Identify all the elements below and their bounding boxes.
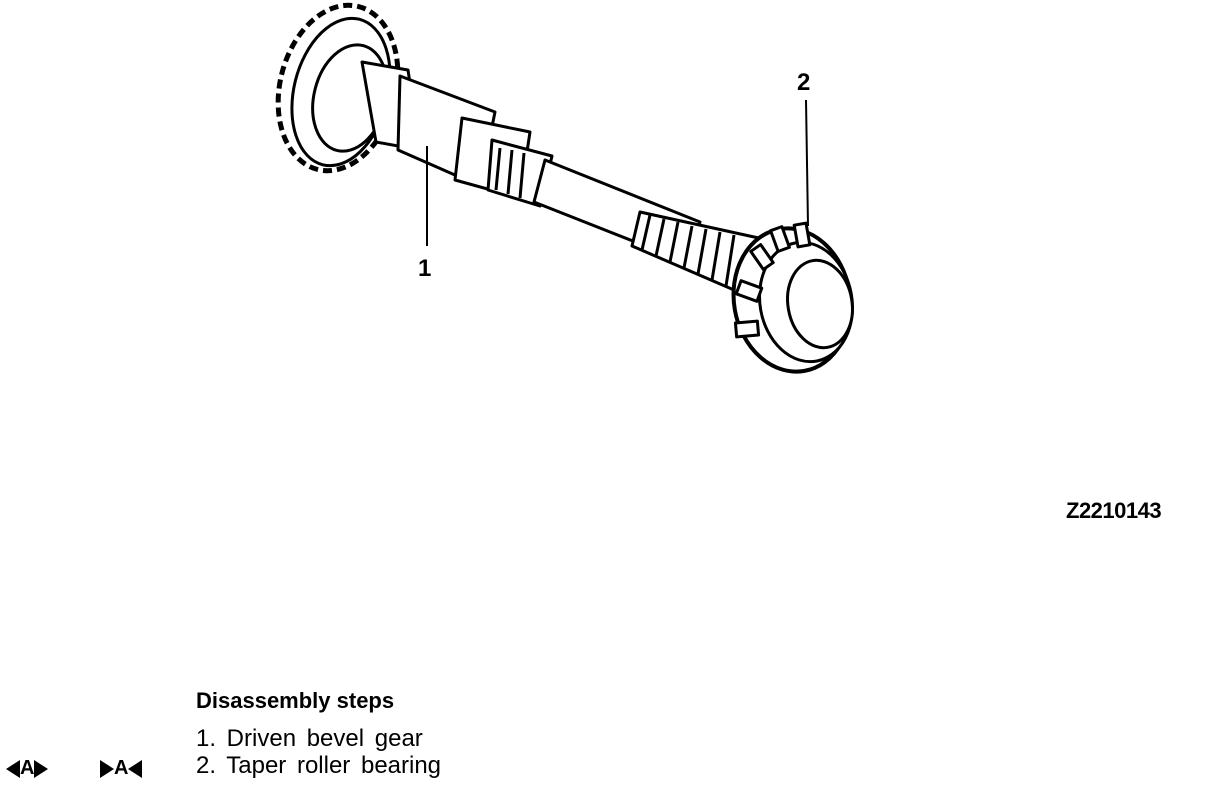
right-triangle-icon — [34, 759, 49, 778]
callout-2-label: 2 — [797, 69, 811, 96]
taper-roller-bearing — [731, 221, 854, 374]
removal-service-marker: A — [6, 757, 49, 780]
removal-marker-letter: A — [20, 757, 35, 779]
steps-title: Disassembly steps — [196, 688, 395, 713]
figure-id: Z2210143 — [1066, 498, 1162, 523]
leader-line-2 — [805, 99, 809, 227]
drive-shaft — [360, 60, 770, 298]
left-triangle-icon — [6, 759, 20, 778]
right-triangle-icon — [100, 759, 114, 778]
step-item-1: 1. Driven bevel gear — [196, 725, 423, 752]
left-triangle-icon — [128, 759, 143, 778]
callout-1-label: 1 — [418, 255, 432, 282]
step-item-2: 2. Taper roller bearing — [196, 752, 442, 779]
installation-service-marker: A — [100, 757, 143, 780]
installation-marker-letter: A — [114, 757, 129, 779]
